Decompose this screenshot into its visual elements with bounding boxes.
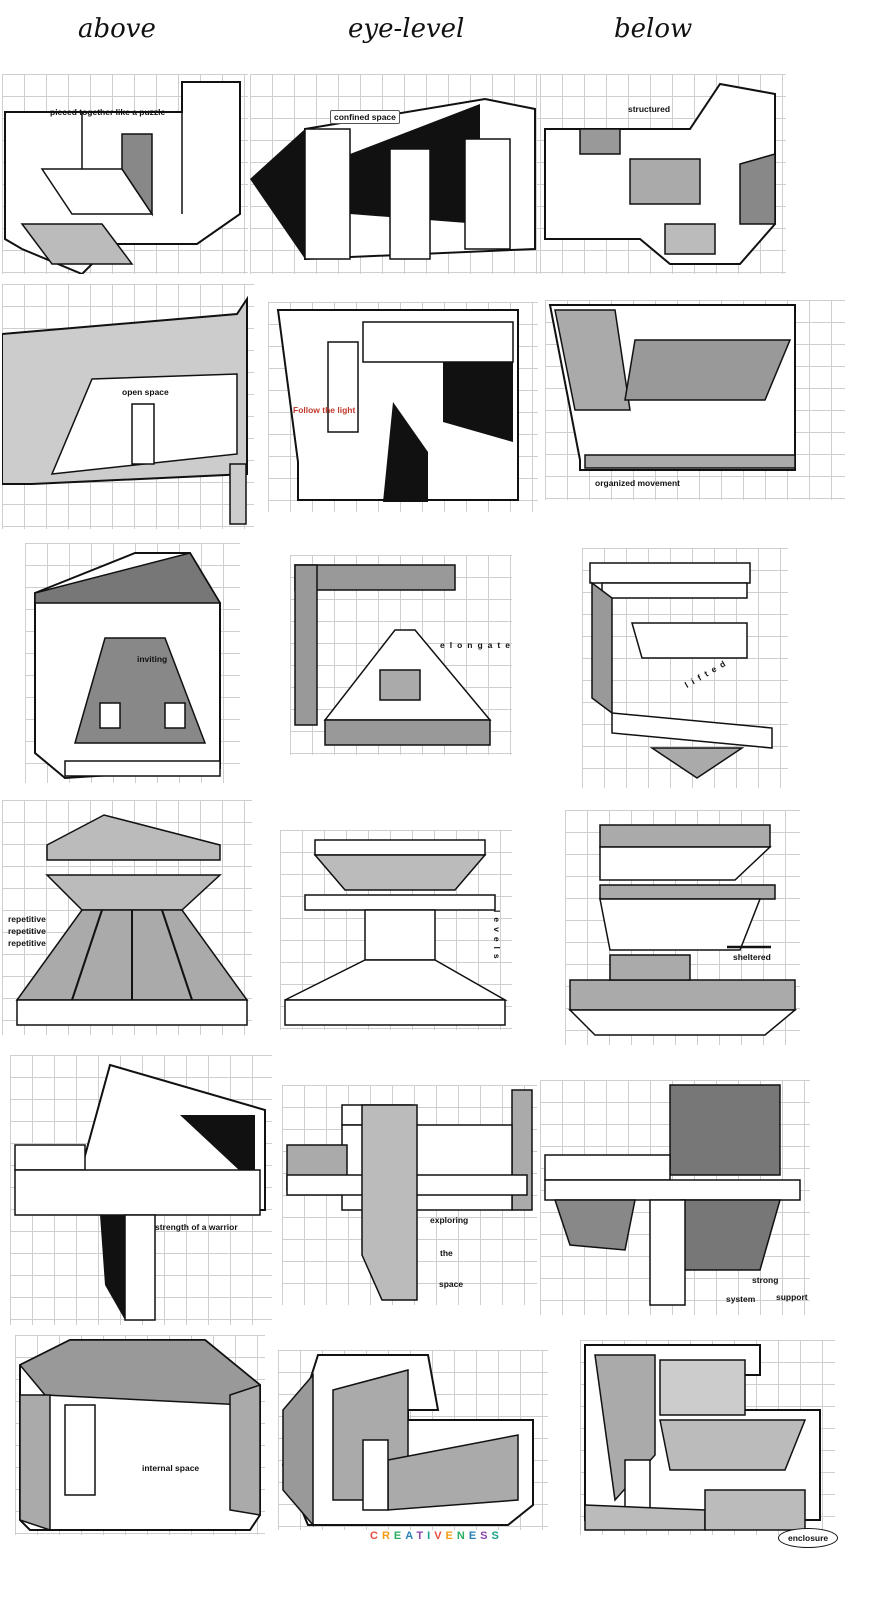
sketch-r1-eye-level: confined space: [250, 74, 540, 274]
label-repetitive-1: repetitive: [8, 914, 46, 924]
sketch-r2-eye-level: Follow the light: [268, 302, 538, 512]
sketch-r2-below: organized movement: [545, 300, 845, 500]
label-pieced-together: pieced together like a puzzle: [50, 107, 166, 117]
sketch-r3-eye-level: elongated: [290, 555, 512, 755]
sketch-r5-above: strength of a warrior: [10, 1055, 272, 1325]
label-sheltered: sheltered: [733, 952, 771, 962]
label-follow-the-light: Follow the light: [293, 405, 356, 415]
sketch-r1-above: pieced together like a puzzle: [2, 74, 248, 274]
sketch-r3-below: lifted: [582, 548, 788, 788]
sketch-r2-above: open space: [2, 284, 254, 529]
label-repetitive-2: repetitive: [8, 926, 46, 936]
label-internal-space: internal space: [142, 1463, 200, 1473]
sketch-r6-eye-level: [278, 1350, 548, 1530]
label-strength-of-a-warrior: strength of a warrior: [155, 1222, 238, 1232]
header-above: above: [78, 14, 156, 44]
label-system: system: [726, 1294, 756, 1304]
footer-creativeness: CREATIVENESS: [370, 1530, 503, 1542]
label-structured: structured: [628, 104, 671, 114]
header-below: below: [614, 14, 693, 44]
label-strong: strong: [752, 1275, 779, 1285]
label-repetitive-3: repetitive: [8, 938, 46, 948]
sketch-r4-below: sheltered: [565, 810, 800, 1045]
sketch-r6-below: [580, 1340, 835, 1535]
label-space: space: [439, 1279, 464, 1289]
label-open-space: open space: [122, 387, 169, 397]
sketch-r6-above: internal space: [15, 1335, 265, 1535]
label-levels: levels: [492, 910, 502, 964]
label-exploring: exploring: [430, 1215, 469, 1225]
sketch-r5-below: strong system support: [540, 1080, 810, 1315]
sketch-r3-above: inviting: [25, 543, 240, 783]
label-the: the: [440, 1248, 453, 1258]
label-elongated: elongated: [440, 640, 512, 650]
label-inviting: inviting: [137, 654, 168, 664]
label-support: support: [776, 1292, 808, 1302]
label-enclosure: enclosure: [778, 1528, 839, 1548]
label-confined-space: confined space: [330, 110, 400, 124]
sketch-r4-above: repetitive repetitive repetitive: [2, 800, 252, 1035]
sketch-r4-eye-level: levels: [280, 830, 512, 1030]
header-eye-level: eye-level: [348, 14, 465, 44]
sketch-r1-below: structured: [540, 74, 786, 274]
label-organized-movement: organized movement: [595, 478, 681, 488]
sketch-r5-eye-level: exploring the space: [282, 1085, 537, 1305]
